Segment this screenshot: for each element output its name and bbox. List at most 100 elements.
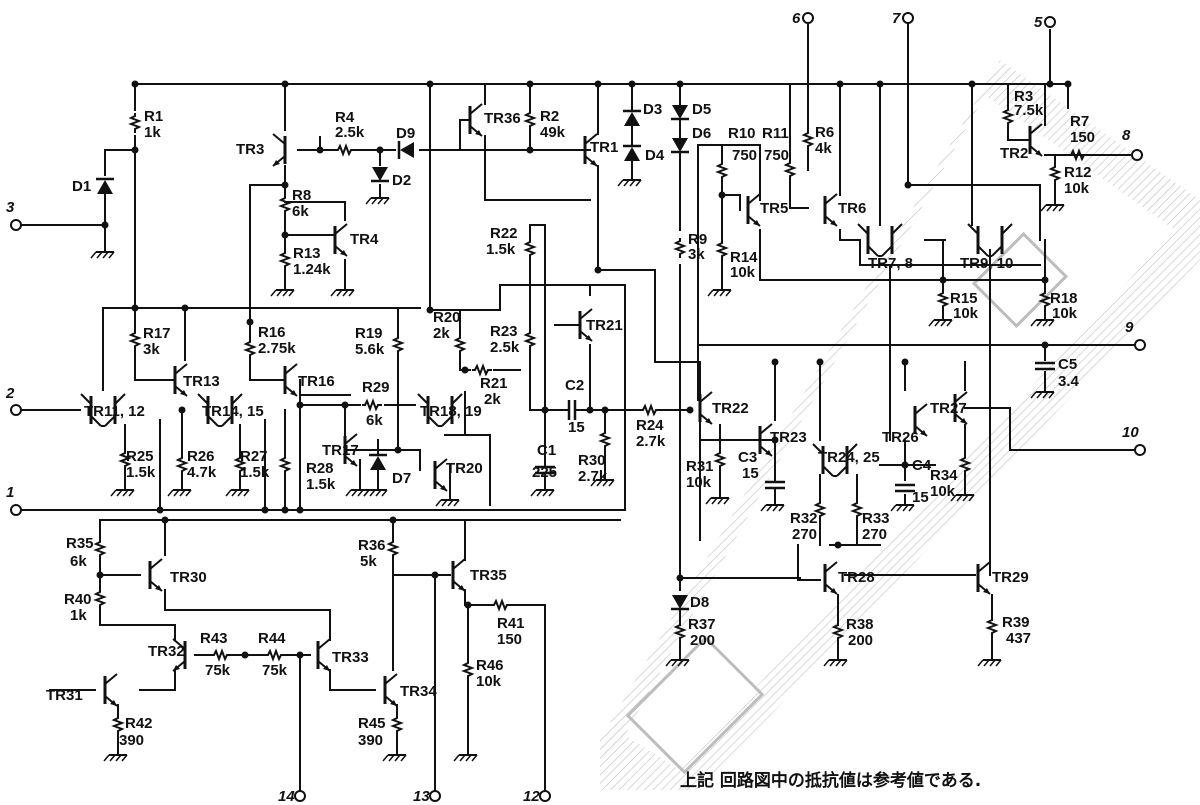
ground-symbol <box>530 489 555 497</box>
label-ref: R4 <box>335 109 355 126</box>
transistor-tr31 <box>103 672 119 708</box>
label-ref: R46 <box>476 657 504 674</box>
label-ref: TR24, 25 <box>818 449 880 466</box>
terminal-5[interactable] <box>1044 16 1056 28</box>
label-ref: R14 <box>730 249 758 266</box>
terminal-1[interactable] <box>10 504 22 516</box>
resistor-r16 <box>245 338 255 360</box>
terminals <box>10 12 1146 802</box>
label-ref: R1 <box>144 108 163 125</box>
label-value: 390 <box>119 732 144 749</box>
label-value: 5.6k <box>355 341 385 358</box>
label-ref: R11 <box>762 125 789 142</box>
resistor-r19 <box>393 334 403 356</box>
label-value: 2k <box>433 325 450 342</box>
label-ref: R28 <box>306 460 334 477</box>
terminal-12[interactable] <box>539 790 551 802</box>
label-ref: R43 <box>200 630 228 647</box>
label-value: 1.24k <box>293 261 331 278</box>
label-ref: R7 <box>1070 113 1089 130</box>
terminal-10[interactable] <box>1134 444 1146 456</box>
resistor-r30 <box>600 429 610 451</box>
transistor-tr34 <box>383 672 399 708</box>
label-ref: C2 <box>565 377 584 394</box>
terminal-2[interactable] <box>10 404 22 416</box>
ground-symbol <box>330 289 355 297</box>
terminal-14[interactable] <box>294 790 306 802</box>
label-value: 3k <box>143 341 160 358</box>
label-ref: TR4 <box>350 231 379 248</box>
label-ref: R33 <box>862 510 890 527</box>
label-ref: TR17 <box>322 442 359 459</box>
resistor-r4 <box>334 145 356 155</box>
diode-d2 <box>369 165 391 183</box>
label-value: 3.4 <box>1058 373 1080 390</box>
terminal-3[interactable] <box>10 219 22 231</box>
label-ref: R21 <box>480 375 508 392</box>
label-value: 1.5k <box>486 241 516 258</box>
label-value: 10k <box>730 264 756 281</box>
label-value: 750 <box>764 147 789 164</box>
label-ref: R36 <box>358 537 386 554</box>
terminal-label: 9 <box>1125 319 1134 336</box>
label-value: 49k <box>540 124 566 141</box>
capacitor-c2 <box>567 400 577 420</box>
label-ref: R20 <box>433 309 461 326</box>
resistor-r45 <box>392 714 402 736</box>
label-ref: TR32 <box>148 643 185 660</box>
label-ref: TR29 <box>992 569 1029 586</box>
label-ref: R40 <box>64 591 92 608</box>
label-ref: R34 <box>930 467 958 484</box>
label-ref: R17 <box>143 325 171 342</box>
transistor-tr16 <box>283 362 299 398</box>
label-ref: TR6 <box>838 200 866 217</box>
resistor-r39 <box>987 616 997 638</box>
resistor-r8 <box>280 194 290 216</box>
label-value: 10k <box>476 673 502 690</box>
label-value: 10k <box>930 483 956 500</box>
ground-symbol <box>103 754 128 762</box>
label-ref: D9 <box>396 125 415 142</box>
resistor-r6 <box>803 129 813 151</box>
label-value: 15 <box>742 465 759 482</box>
label-ref: R3 <box>1014 88 1033 105</box>
label-ref: TR27 <box>930 400 967 417</box>
terminal-13[interactable] <box>429 790 441 802</box>
terminal-label: 10 <box>1122 424 1139 441</box>
transistor-tr33 <box>316 637 332 673</box>
label-value: 2.7k <box>578 468 608 485</box>
terminal-8[interactable] <box>1131 149 1143 161</box>
terminal-9[interactable] <box>1134 339 1146 351</box>
label-value: 150 <box>1070 129 1095 146</box>
label-ref: R35 <box>66 535 94 552</box>
resistor-r9 <box>675 237 685 259</box>
ground-symbol <box>977 659 1002 667</box>
label-ref: TR7, 8 <box>868 255 913 272</box>
resistor-r22 <box>525 238 535 260</box>
label-ref: R16 <box>258 324 286 341</box>
terminal-label: 6 <box>792 10 801 27</box>
terminal-6[interactable] <box>802 12 814 24</box>
label-ref: TR3 <box>236 141 264 158</box>
diode-d3 <box>621 109 643 128</box>
label-ref: R25 <box>126 448 154 465</box>
label-value: 4k <box>815 140 832 157</box>
components <box>79 102 1089 762</box>
label-value: 6k <box>366 412 383 429</box>
label-ref: TR13 <box>183 373 220 390</box>
label-ref: TR26 <box>882 429 919 446</box>
label-value: 1.5k <box>240 464 270 481</box>
label-ref: TR21 <box>586 317 623 334</box>
transistor-tr6 <box>823 192 839 228</box>
label-value: 75k <box>205 662 231 679</box>
label-value: 3k <box>688 246 705 263</box>
label-ref: C5 <box>1058 356 1077 373</box>
terminal-7[interactable] <box>902 12 914 24</box>
resistor-r31 <box>715 449 725 471</box>
label-ref: R44 <box>258 630 286 647</box>
label-value: 2.75k <box>258 340 296 357</box>
label-ref: C3 <box>738 449 757 466</box>
transistor-tr35 <box>451 557 467 593</box>
label-ref: TR22 <box>712 400 749 417</box>
label-value: 200 <box>848 632 873 649</box>
